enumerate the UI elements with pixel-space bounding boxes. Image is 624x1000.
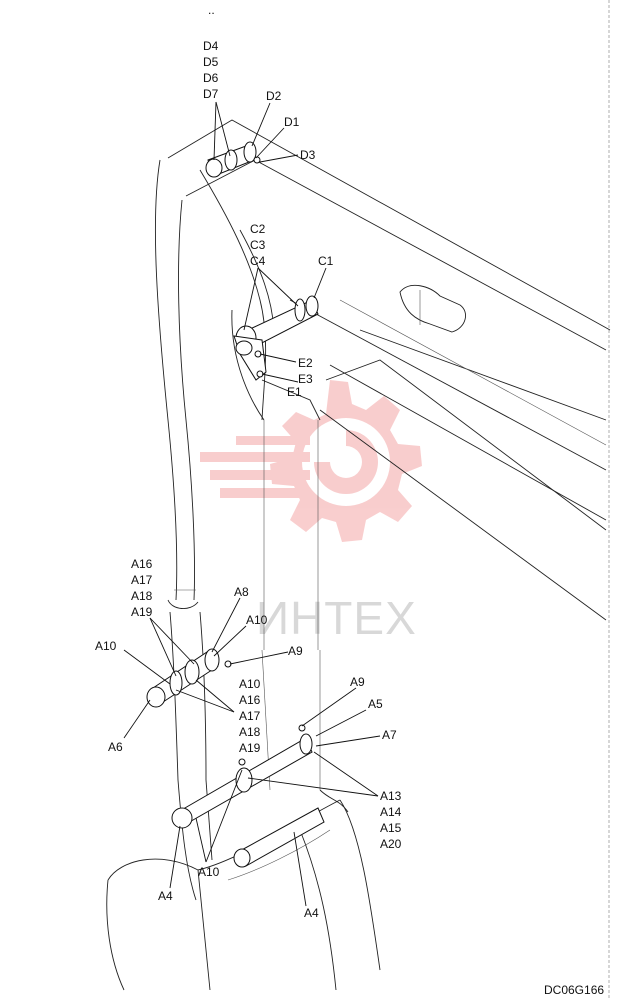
- boom-arm-structure: [106, 119, 611, 991]
- drawing-code: DC06G166: [544, 983, 604, 997]
- label-a9-lower: A9: [350, 675, 365, 689]
- label-d7: D7: [203, 87, 219, 101]
- label-a17-upper: A17: [131, 573, 153, 587]
- label-d5: D5: [203, 55, 219, 69]
- label-a20: A20: [380, 837, 402, 851]
- label-a10-lower: A10: [198, 865, 220, 879]
- label-a14: A14: [380, 805, 402, 819]
- label-c4: C4: [250, 254, 266, 268]
- pin-d-assembly: [205, 141, 261, 178]
- leader-lines: [123, 101, 381, 907]
- pin-a4-lower-assembly: [233, 807, 325, 868]
- label-a5: A5: [368, 697, 383, 711]
- label-e2: E2: [298, 356, 313, 370]
- label-d3: D3: [300, 148, 316, 162]
- label-a16-upper: A16: [131, 557, 153, 571]
- label-a16-middle: A16: [239, 693, 261, 707]
- label-a18-middle: A18: [239, 725, 261, 739]
- label-a18-upper: A18: [131, 589, 153, 603]
- label-a15: A15: [380, 821, 402, 835]
- label-e1: E1: [287, 385, 302, 399]
- label-d1: D1: [284, 115, 300, 129]
- label-d6: D6: [203, 71, 219, 85]
- label-e3: E3: [298, 372, 313, 386]
- label-c3: C3: [250, 238, 266, 252]
- label-c1: C1: [318, 254, 334, 268]
- pin-a-upper-assembly: [146, 648, 232, 708]
- header-dots: ..: [208, 3, 215, 17]
- label-a10-upper-right: A10: [246, 613, 268, 627]
- label-a6: A6: [108, 740, 123, 754]
- plate-e-assembly: [233, 335, 267, 381]
- label-a19-upper: A19: [131, 605, 153, 619]
- label-a4-right: A4: [304, 906, 319, 920]
- label-a10-middle: A10: [239, 677, 261, 691]
- watermark-gear-logo: [200, 380, 422, 542]
- part-labels: D4 D5 D6 D7 D2 D1 D3 C2 C3 C4 C1 E2 E3 E…: [95, 39, 402, 920]
- label-a8: A8: [234, 585, 249, 599]
- label-a13: A13: [380, 789, 402, 803]
- label-a10-upper-left: A10: [95, 639, 117, 653]
- label-d4: D4: [203, 39, 219, 53]
- label-a7: A7: [382, 728, 397, 742]
- label-a19-middle: A19: [239, 741, 261, 755]
- label-c2: C2: [250, 222, 266, 236]
- label-a9-upper: A9: [288, 644, 303, 658]
- label-a17-middle: A17: [239, 709, 261, 723]
- label-d2: D2: [266, 89, 282, 103]
- label-a4-left: A4: [158, 889, 173, 903]
- watermark-text: ИНТЕХ: [256, 592, 417, 644]
